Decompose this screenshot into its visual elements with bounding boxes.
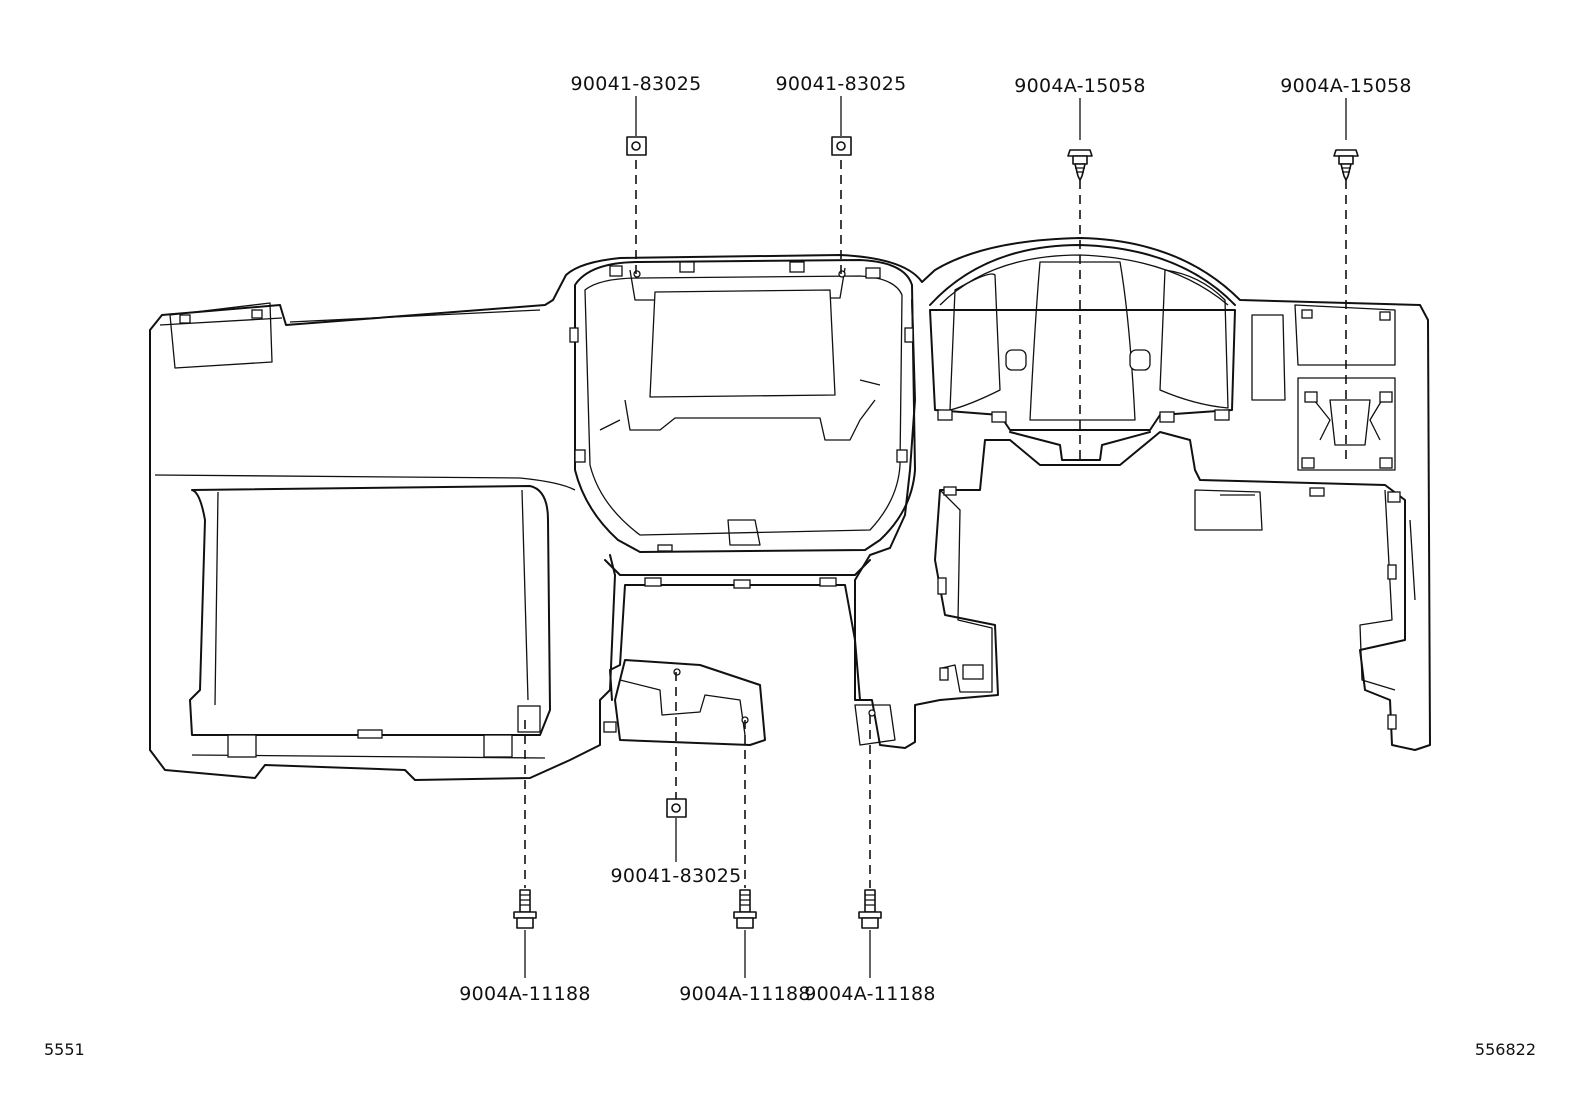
driver-bracket-block bbox=[962, 664, 984, 680]
bolt-icon[interactable] bbox=[733, 889, 757, 929]
right-side-tab-3 bbox=[1387, 714, 1397, 730]
stack-tab-1 bbox=[679, 261, 695, 273]
right-vent-tab-2 bbox=[1379, 311, 1391, 321]
cluster-hood bbox=[929, 244, 1236, 306]
brace-tab-2 bbox=[733, 579, 751, 589]
bolt-icon[interactable] bbox=[858, 889, 882, 929]
driver-top-tab bbox=[943, 486, 957, 496]
center-stack-inner bbox=[584, 275, 903, 536]
screw-icon[interactable] bbox=[1067, 149, 1093, 181]
right-side-tab-4 bbox=[1309, 487, 1325, 497]
cluster-right-pod bbox=[1159, 269, 1229, 409]
part-number-label[interactable]: 9004A-11188 bbox=[804, 983, 936, 1005]
glove-box-opening bbox=[189, 485, 551, 736]
right-vent-slot bbox=[1251, 314, 1286, 401]
cluster-tab-2 bbox=[991, 411, 1007, 423]
footer-right-code: 556822 bbox=[1475, 1040, 1536, 1059]
right-panel-tab-1 bbox=[1301, 457, 1315, 469]
brace-tab-1 bbox=[644, 577, 662, 587]
knee-bracket bbox=[614, 659, 766, 746]
leader-lines bbox=[524, 96, 1347, 978]
part-number-label[interactable]: 9004A-11188 bbox=[679, 983, 811, 1005]
cluster-tab-4 bbox=[1214, 409, 1230, 421]
right-vent-tab-1 bbox=[1301, 309, 1313, 319]
right-panel-tab-2 bbox=[1379, 457, 1393, 469]
cluster-tab-3 bbox=[1159, 411, 1175, 423]
glove-tab-3 bbox=[483, 734, 513, 758]
center-leg-bracket bbox=[854, 704, 896, 746]
part-number-label[interactable]: 9004A-15058 bbox=[1014, 75, 1146, 97]
right-panel-tab-4 bbox=[1379, 391, 1393, 403]
stack-tab-2 bbox=[789, 261, 805, 273]
stack-slot bbox=[657, 544, 673, 552]
right-panel-tab-3 bbox=[1304, 391, 1318, 403]
glove-box-inner bbox=[191, 489, 546, 759]
left-driver-bracket bbox=[939, 489, 993, 693]
center-leg-hole bbox=[868, 709, 876, 717]
part-number-label[interactable]: 9004A-15058 bbox=[1280, 75, 1412, 97]
stack-tab-4 bbox=[865, 267, 881, 279]
stack-hole-1 bbox=[633, 270, 641, 278]
part-number-label[interactable]: 90041-83025 bbox=[610, 865, 741, 887]
instrument-panel-drawing bbox=[149, 237, 1431, 781]
stack-tab-6 bbox=[904, 327, 914, 343]
knee-bracket-tab bbox=[603, 721, 617, 733]
cluster-recess bbox=[929, 309, 1236, 431]
stack-tab-8 bbox=[896, 449, 908, 463]
right-side-tab-1 bbox=[1387, 491, 1401, 503]
left-vent-tab-1 bbox=[179, 314, 191, 324]
cluster-boss-left bbox=[1005, 349, 1027, 371]
right-side-bracket bbox=[1359, 489, 1416, 691]
right-side-tab-2 bbox=[1387, 564, 1397, 580]
driver-bracket-tab-1 bbox=[937, 577, 947, 595]
stack-tab-7 bbox=[574, 449, 586, 463]
dash-top-edge bbox=[154, 309, 576, 491]
glove-mount bbox=[517, 705, 541, 733]
stack-hole-2 bbox=[838, 270, 846, 278]
cluster-center-pod bbox=[1029, 261, 1136, 421]
left-vent-tab-2 bbox=[251, 309, 263, 319]
clip-nut-icon[interactable] bbox=[626, 136, 647, 156]
center-stack-cross-member bbox=[599, 379, 881, 441]
part-number-label[interactable]: 90041-83025 bbox=[570, 73, 701, 95]
bolt-icon[interactable] bbox=[513, 889, 537, 929]
center-stack-frame bbox=[574, 259, 916, 553]
left-vent bbox=[169, 302, 273, 369]
cluster-left-pod bbox=[949, 273, 1001, 411]
right-vent bbox=[1294, 304, 1396, 366]
clip-nut-icon[interactable] bbox=[831, 136, 852, 156]
cluster-tab-1 bbox=[937, 409, 953, 421]
stack-tab-3 bbox=[609, 265, 623, 277]
cluster-lower-trim bbox=[1009, 431, 1151, 461]
fasteners bbox=[513, 136, 1359, 929]
brace-tab-3 bbox=[819, 577, 837, 587]
right-switch-panel bbox=[1297, 377, 1396, 471]
steering-support-bracket bbox=[1194, 489, 1263, 531]
knee-bracket-detail bbox=[619, 679, 746, 736]
glove-tab-2 bbox=[357, 729, 383, 739]
cluster-boss-right bbox=[1129, 349, 1151, 371]
part-number-label[interactable]: 90041-83025 bbox=[775, 73, 906, 95]
part-number-label[interactable]: 9004A-11188 bbox=[459, 983, 591, 1005]
stack-tab-5 bbox=[569, 327, 579, 343]
knee-bracket-hole-1 bbox=[673, 668, 681, 676]
part-number-labels: 90041-83025 90041-83025 9004A-15058 9004… bbox=[459, 73, 1412, 1005]
glove-tab-1 bbox=[227, 734, 257, 758]
clip-nut-icon[interactable] bbox=[666, 798, 687, 818]
footer-left-code: 5551 bbox=[44, 1040, 85, 1059]
center-stack-lower-bracket bbox=[727, 519, 761, 546]
screw-icon[interactable] bbox=[1333, 149, 1359, 181]
driver-bracket-tab-2 bbox=[939, 667, 949, 681]
center-stack-upper-opening bbox=[629, 267, 846, 398]
